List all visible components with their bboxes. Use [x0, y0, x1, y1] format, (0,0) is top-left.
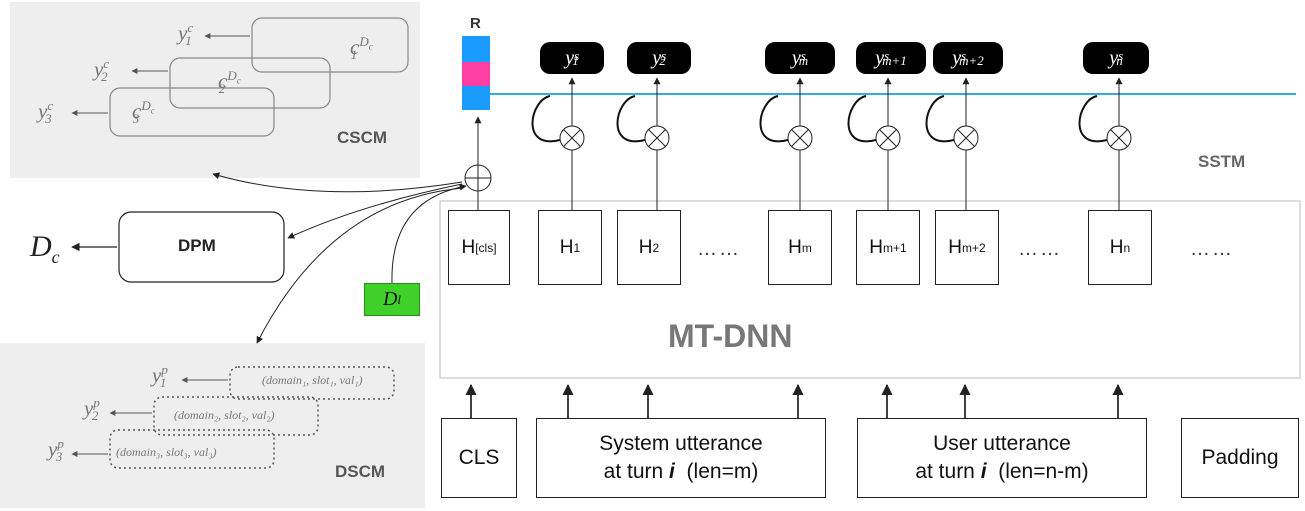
cscm-concept-box-3 [109, 87, 275, 137]
gate-1 [531, 77, 585, 210]
input-arrows [465, 383, 1124, 418]
ellipsis-2: …… [1018, 238, 1062, 260]
slot-gates [531, 77, 1132, 210]
dpm-label: DPM [178, 236, 216, 255]
r-vector [462, 36, 490, 110]
r-vector-top [462, 36, 490, 62]
dscm-label: DSCM [335, 462, 386, 481]
cscm-output-2: yc2 [94, 56, 110, 85]
dscm-panel [0, 343, 425, 508]
user-line-2: at turn i (len=n-m) [915, 460, 1089, 483]
cscm-concept-box-2 [169, 57, 331, 109]
r-vector-bottom [462, 86, 490, 110]
dscm-tuple-1: (domain₁, slot₁, val₁) [262, 373, 363, 387]
cscm-concept-box-1 [251, 17, 409, 73]
dscm-tuple-box-2 [153, 396, 319, 436]
dscm-tuple-3: (domain₃, slot₃, val₃) [116, 445, 217, 459]
ellipsis-1: …… [697, 238, 741, 260]
sstm-label: SSTM [1198, 152, 1246, 171]
mtdnn-box [439, 200, 1301, 379]
gate-2 [616, 77, 670, 210]
gate-n [1078, 77, 1132, 210]
gate-m2 [925, 77, 979, 210]
ellipsis-3: …… [1190, 238, 1234, 260]
cscm-concept-3: cDc3 [132, 98, 155, 127]
dscm-tuple-box-3 [109, 429, 275, 469]
hidden-cls: H[cls] [448, 210, 510, 285]
input-user-utterance: User utterance at turn i (len=n-m) [857, 418, 1147, 498]
input-padding: Padding [1181, 418, 1299, 498]
mtdnn-label: MT-DNN [668, 318, 793, 354]
cscm-panel [10, 2, 420, 178]
gate-m [759, 77, 813, 210]
dscm-tuple-2: (domain₂, slot₂, val₂) [174, 408, 275, 422]
dpm-output: Dc [30, 230, 60, 267]
cscm-concept-1: cDc1 [350, 34, 373, 63]
input-cls: CLS [441, 418, 517, 498]
r-vector-mid [462, 62, 490, 86]
dscm-output-2: yp2 [84, 395, 100, 424]
system-line-1: System utterance [599, 431, 763, 455]
cscm-concept-2: cDc2 [218, 68, 241, 97]
dscm-output-1: yp1 [152, 362, 168, 391]
cscm-label: CSCM [337, 128, 388, 147]
user-line-1: User utterance [933, 431, 1071, 455]
cscm-output-3: yc3 [38, 98, 54, 127]
r-label: R [470, 15, 481, 32]
system-line-2: at turn i (len=m) [603, 460, 759, 483]
dscm-output-3: yp3 [48, 436, 64, 465]
gate-m1 [847, 77, 901, 210]
input-system-utterance: System utterance at turn i (len=m) [536, 418, 826, 498]
dpm-box [118, 211, 285, 283]
cscm-output-1: yc1 [178, 20, 194, 49]
